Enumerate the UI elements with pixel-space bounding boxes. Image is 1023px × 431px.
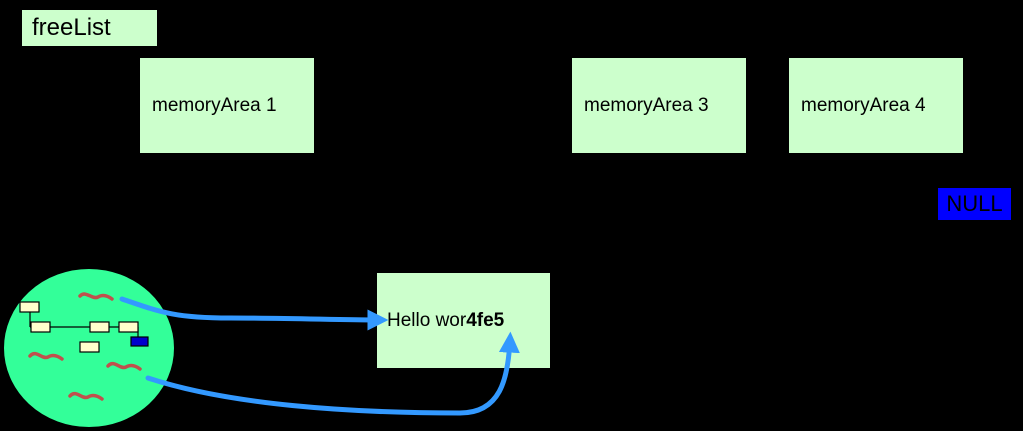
thread-squiggle-icon — [68, 391, 104, 401]
pointer-arrow-icon — [119, 296, 389, 331]
null-terminator: NULL — [937, 187, 1012, 221]
freelist-label: freeList — [22, 10, 157, 46]
thread-squiggle-icon — [106, 361, 142, 371]
buffer-text-overwritten: 4fe5 — [466, 309, 505, 331]
data-structure-icon — [19, 301, 149, 353]
thread-squiggle-icon — [28, 351, 64, 361]
buffer-text-regular: Hello wor — [387, 309, 467, 331]
thread-squiggle-icon — [78, 292, 114, 301]
memory-area-4: memoryArea 4 — [789, 58, 963, 153]
pointer-arrow-icon — [145, 331, 520, 416]
memory-area-1: memoryArea 1 — [140, 58, 314, 153]
memory-area-3: memoryArea 3 — [572, 58, 746, 153]
process-circle-icon — [2, 267, 176, 429]
